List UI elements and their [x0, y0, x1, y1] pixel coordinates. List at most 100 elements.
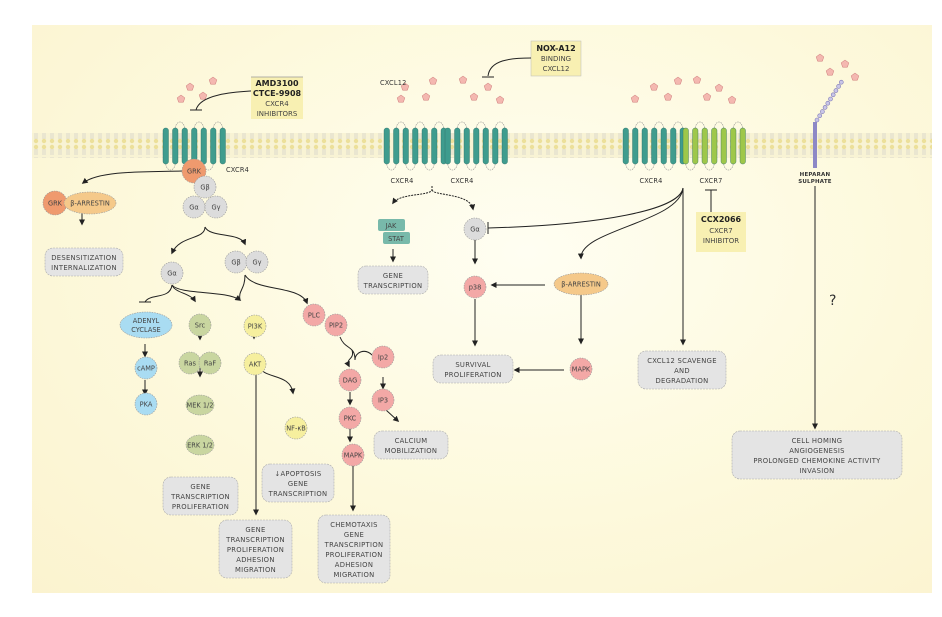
stat-label: STAT: [388, 235, 405, 243]
cxcl12-ligand: [850, 72, 860, 81]
g-gamma-node-label: Gγ: [211, 203, 220, 211]
cxcl12-ligand: [840, 59, 850, 68]
unknown-pathway-marker: ?: [829, 293, 836, 309]
cxcl12-ligand: [714, 83, 724, 92]
svg-text:CXCL12 SCAVENGE: CXCL12 SCAVENGE: [647, 357, 717, 365]
svg-text:PROLIFERATION: PROLIFERATION: [172, 503, 229, 511]
svg-text:TRANSCRIPTION: TRANSCRIPTION: [324, 541, 384, 549]
g-gamma-node-2-label: Gγ: [252, 258, 261, 266]
svg-text:GENE: GENE: [383, 272, 403, 280]
g-alpha-node-2-label: Gα: [167, 269, 177, 277]
svg-text:DESENSITIZATION: DESENSITIZATION: [51, 254, 117, 262]
cxcl12-ligand: [185, 82, 195, 91]
inhibitor-desc: INHIBITOR: [703, 237, 739, 245]
mek-node-label: MEK 1/2: [187, 401, 214, 409]
pka-node-label: PKA: [140, 400, 153, 408]
ip3-node: IP3: [371, 388, 395, 412]
inhibitor-desc: CXCL12: [543, 65, 570, 73]
ras-node: Ras: [178, 351, 202, 375]
jak-outcome-box: GENE TRANSCRIPTION: [357, 265, 429, 295]
pi3k-node: PI3K: [243, 314, 267, 338]
svg-text:INVASION: INVASION: [799, 467, 834, 475]
mapk-node-mid-label: MAPK: [572, 365, 591, 373]
akt-node: AKT: [243, 352, 267, 376]
beta-arrestin-node-mid-label: β-ARRESTIN: [561, 280, 601, 288]
svg-text:GENE: GENE: [288, 480, 308, 488]
svg-text:INTERNALIZATION: INTERNALIZATION: [51, 264, 117, 272]
ras-node-label: Ras: [184, 359, 196, 367]
erk-node: ERK 1/2: [185, 434, 215, 456]
svg-text:ANGIOGENESIS: ANGIOGENESIS: [789, 447, 845, 455]
cxcl12-ligand: [176, 94, 186, 103]
g-alpha-node-2: Gα: [160, 261, 184, 285]
grk-node-left: GRK: [42, 190, 68, 216]
p38-node: p38: [463, 275, 487, 299]
svg-text:CHEMOTAXIS: CHEMOTAXIS: [330, 521, 378, 529]
heparan-label-1: HEPARAN: [800, 172, 831, 178]
dag-node: DAG: [338, 368, 362, 392]
cxcl12-ligand: [663, 92, 673, 101]
svg-text:ADHESION: ADHESION: [236, 556, 274, 564]
plc-node-label: PLC: [308, 311, 321, 319]
jak-label: JAK: [385, 222, 397, 230]
svg-text:PROLIFERATION: PROLIFERATION: [444, 371, 501, 379]
cxcl12-ligand: [649, 82, 659, 91]
nfkb-node-label: NF-κB: [286, 424, 306, 432]
erk-outcome-box: GENE TRANSCRIPTION PROLIFERATION: [162, 476, 239, 516]
cxcl12-ligand: [396, 94, 406, 103]
inhibitor-name: CCX2066: [701, 215, 742, 224]
nfkb-node: NF-κB: [284, 416, 308, 440]
cxcr4-receptor-right: [622, 121, 686, 171]
cxcl12-ligand: [630, 94, 640, 103]
g-alpha-node-mid-label: Gα: [470, 225, 480, 233]
cxcr4-label-right: CXCR4: [639, 177, 662, 185]
svg-text:MOBILIZATION: MOBILIZATION: [385, 447, 438, 455]
inhibitor-desc: INHIBITORS: [257, 110, 298, 118]
cxcl12-ligand: [198, 91, 208, 100]
svg-text:DEGRADATION: DEGRADATION: [655, 377, 708, 385]
svg-text:GENE: GENE: [190, 483, 210, 491]
pip2-node-label: PIP2: [329, 321, 343, 329]
svg-text:CYCLASE: CYCLASE: [131, 326, 160, 334]
cxcr7-receptor: [682, 121, 746, 171]
svg-text:TRANSCRIPTION: TRANSCRIPTION: [225, 536, 285, 544]
cxcr4-receptor-mid-a: [383, 121, 447, 171]
svg-text:↓APOPTOSIS: ↓APOPTOSIS: [274, 470, 321, 478]
svg-text:PROLIFERATION: PROLIFERATION: [227, 546, 284, 554]
inhibitor-nox-a12: NOX-A12 BINDING CXCL12: [482, 40, 582, 78]
src-node: Src: [188, 313, 212, 337]
cxcl12-ligand: [483, 82, 493, 91]
pka-node: PKA: [134, 392, 158, 416]
akt-node-label: AKT: [249, 360, 262, 368]
pkc-node: PKC: [338, 406, 362, 430]
raf-node: RaF: [198, 351, 222, 375]
beta-arrestin-node-left-label: β-ARRESTIN: [70, 199, 110, 207]
cxcl12-ligand: [825, 67, 835, 76]
g-alpha-node: Gα: [182, 195, 206, 219]
beta-arrestin-node-left: β-ARRESTIN: [63, 191, 117, 215]
mapk-node-left-label: MAPK: [344, 451, 363, 459]
plc-node: PLC: [302, 303, 326, 327]
cxcl12-ligand: [692, 75, 702, 84]
heparan-label-2: SULPHATE: [798, 179, 832, 185]
svg-text:TRANSCRIPTION: TRANSCRIPTION: [363, 282, 423, 290]
mapk-outcome-box: CHEMOTAXISGENETRANSCRIPTIONPROLIFERATION…: [317, 514, 391, 584]
cxcr4-label-mid-b: CXCR4: [450, 177, 473, 185]
heparan-sulphate: HEPARAN SULPHATE: [798, 79, 844, 185]
diagram-panel: HEPARAN SULPHATE CXCR4 CXCR4 CXCR4 CXCR4…: [32, 25, 932, 593]
cxcl12-ligand: [673, 76, 683, 85]
cxcl12-ligand: [208, 76, 218, 85]
pi3k-node-label: PI3K: [248, 322, 263, 330]
cxcl12-ligand: [702, 92, 712, 101]
mapk-node-left: MAPK: [341, 443, 365, 467]
camp-node: cAMP: [134, 356, 158, 380]
svg-text:CALCIUM: CALCIUM: [395, 437, 428, 445]
grk-node-left-label: GRK: [48, 199, 63, 207]
inhibitor-ccx2066: CCX2066 CXCR7 INHIBITOR: [696, 189, 746, 252]
svg-text:TRANSCRIPTION: TRANSCRIPTION: [170, 493, 230, 501]
